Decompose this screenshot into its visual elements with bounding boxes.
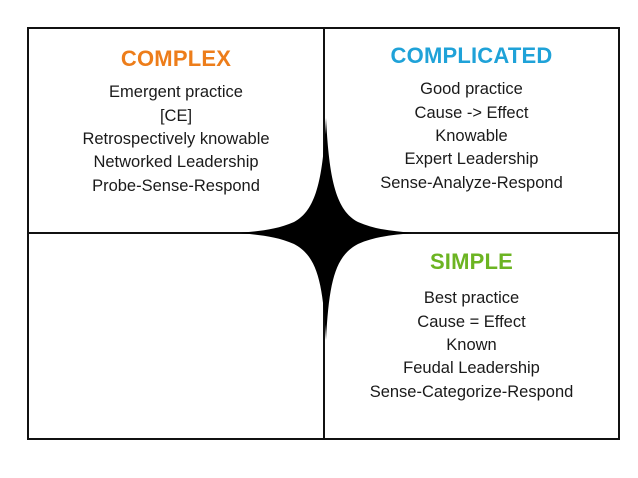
quadrant-complex-line-5: Probe-Sense-Respond [92, 176, 260, 195]
quadrant-chaotic [29, 234, 323, 438]
quadrant-simple-line-3: Known [446, 336, 497, 355]
quadrant-simple-line-1: Best practice [423, 289, 520, 308]
quadrant-complicated-title: COMPLICATED [390, 43, 553, 68]
quadrant-complex: COMPLEX Emergent practice [CE] Retrospec… [29, 29, 323, 232]
quadrant-complicated-line-4: Expert Leadership [404, 150, 539, 169]
quadrant-complex-line-3: Retrospectively knowable [82, 130, 270, 149]
quadrant-simple-line-2: Cause = Effect [417, 312, 526, 331]
quadrant-complicated-line-3: Knowable [435, 127, 508, 146]
quadrant-simple: SIMPLE Best practice Cause = Effect Know… [325, 234, 618, 438]
quadrant-simple-line-4: Feudal Leadership [403, 359, 540, 378]
quadrant-complex-lines: Emergent practice [CE] Retrospectively k… [29, 81, 323, 198]
quadrant-complicated: COMPLICATED Good practice Cause -> Effec… [325, 29, 618, 232]
quadrant-complicated-line-5: Sense-Analyze-Respond [380, 173, 563, 192]
quadrant-complex-line-2: [CE] [159, 106, 193, 125]
quadrant-complex-line-4: Networked Leadership [93, 153, 259, 172]
quadrant-complex-title: COMPLEX [120, 46, 232, 71]
quadrant-complicated-line-1: Good practice [420, 80, 523, 99]
quadrant-simple-title: SIMPLE [429, 249, 514, 274]
quadrant-simple-line-5: Sense-Categorize-Respond [369, 382, 574, 401]
quadrant-complex-line-1: Emergent practice [109, 83, 243, 102]
quadrant-simple-lines: Best practice Cause = Effect Known Feuda… [325, 287, 618, 404]
quadrant-complicated-line-2: Cause -> Effect [414, 103, 529, 122]
quadrant-complicated-lines: Good practice Cause -> Effect Knowable E… [325, 78, 618, 195]
